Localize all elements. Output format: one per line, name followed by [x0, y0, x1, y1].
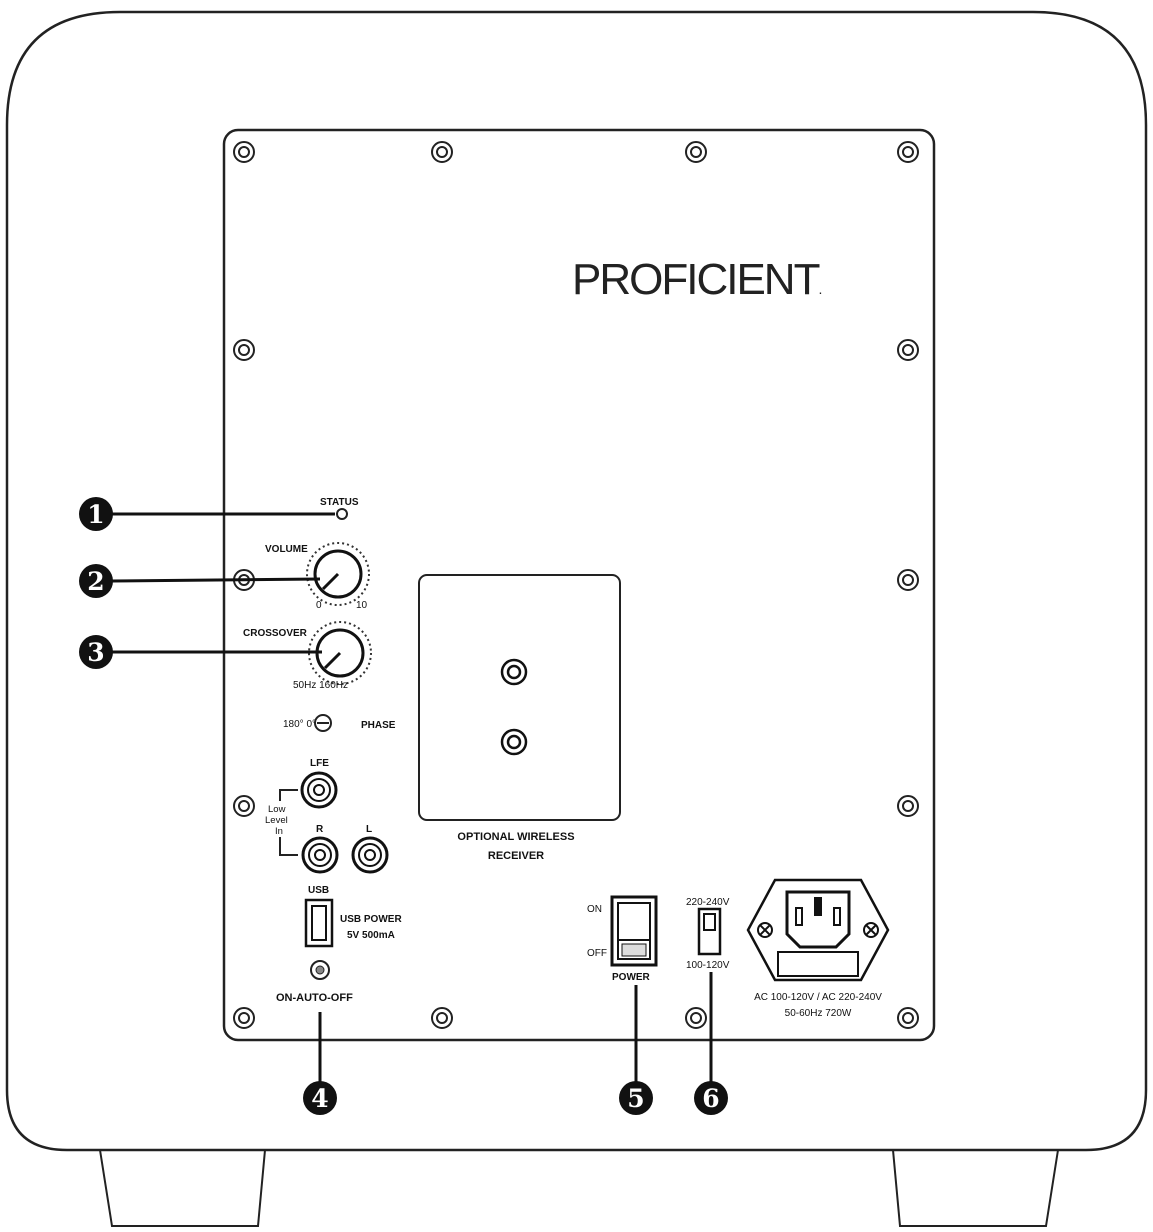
- callout-1: 1: [79, 497, 113, 531]
- voltage-selector-slider: [703, 913, 716, 931]
- lfe-input-jack[interactable]: [300, 771, 338, 809]
- callout-4: 4: [303, 1081, 337, 1115]
- volume-knob-indicator: [321, 572, 340, 591]
- screw: [431, 1007, 453, 1029]
- ac-inlet-screw-cross: [759, 924, 771, 936]
- screw: [897, 569, 919, 591]
- right-input-label: R: [316, 824, 324, 835]
- left-input-label: L: [366, 824, 372, 835]
- plate-screws: [233, 141, 919, 1029]
- wireless-receiver-label-1: OPTIONAL WIRELESS: [457, 831, 574, 843]
- screw: [897, 1007, 919, 1029]
- lfe-label: LFE: [310, 758, 329, 769]
- left-input-jack[interactable]: [351, 836, 389, 874]
- screw: [233, 339, 255, 361]
- screw: [897, 339, 919, 361]
- status-label: STATUS: [320, 497, 359, 508]
- volume-min-label: 0: [316, 600, 322, 611]
- socket-pin: [833, 907, 841, 926]
- svg-text:2: 2: [87, 567, 104, 596]
- svg-text:4: 4: [311, 1084, 328, 1113]
- crossover-knob-indicator: [323, 651, 342, 670]
- callout-2: 2: [79, 564, 113, 598]
- power-on-label: ON: [587, 904, 602, 915]
- usb-port-inner: [311, 905, 327, 941]
- screw: [897, 795, 919, 817]
- callout-leaders: [111, 512, 713, 1085]
- screw: [685, 141, 707, 163]
- callout-3: 3: [79, 635, 113, 669]
- voltage-low-label: 100-120V: [686, 960, 730, 971]
- receiver-mount-screw: [500, 658, 528, 686]
- power-switch-detail: [621, 943, 647, 957]
- callout-5: 5: [619, 1081, 653, 1115]
- low-level-in-label-2: Level: [265, 815, 288, 826]
- screw: [685, 1007, 707, 1029]
- svg-text:3: 3: [87, 638, 104, 667]
- wireless-receiver-label-2: RECEIVER: [488, 850, 544, 862]
- status-led: [336, 508, 348, 520]
- ac-rating-label-2: 50-60Hz 720W: [785, 1008, 852, 1019]
- svg-text:1: 1: [87, 500, 104, 529]
- screw: [233, 1007, 255, 1029]
- volume-max-label: 10: [356, 600, 368, 611]
- screw: [233, 795, 255, 817]
- wireless-receiver-bay: [418, 574, 621, 821]
- usb-power-label-2: 5V 500mA: [347, 930, 395, 941]
- crossover-range-label: 50Hz 160Hz: [293, 680, 348, 691]
- bracket-label-bg: [266, 801, 294, 837]
- right-foot: [891, 1149, 1060, 1227]
- usb-label: USB: [308, 885, 329, 896]
- screw: [897, 141, 919, 163]
- svg-text:6: 6: [702, 1084, 719, 1113]
- auto-on-switch-inner: [315, 965, 325, 975]
- voltage-high-label: 220-240V: [686, 897, 730, 908]
- brand-logo: PROFICIENT.: [572, 255, 821, 304]
- power-off-label: OFF: [587, 948, 607, 959]
- volume-label: VOLUME: [265, 544, 308, 555]
- callout-6: 6: [694, 1081, 728, 1115]
- ac-rating-label-1: AC 100-120V / AC 220-240V: [754, 992, 882, 1003]
- iec-power-socket[interactable]: [785, 890, 851, 949]
- crossover-label: CROSSOVER: [243, 628, 308, 639]
- left-foot: [98, 1149, 267, 1227]
- volume-knob-scale: [306, 542, 370, 606]
- usb-power-label-1: USB POWER: [340, 914, 402, 925]
- low-level-in-label-3: In: [275, 826, 283, 837]
- ac-inlet-screw-cross: [865, 924, 877, 936]
- right-input-jack[interactable]: [301, 836, 339, 874]
- fuse-drawer[interactable]: [777, 951, 859, 977]
- auto-on-label: ON-AUTO-OFF: [276, 992, 353, 1004]
- low-level-in-label-1: Low: [268, 804, 286, 815]
- phase-value-label: 180° 0°: [283, 719, 316, 730]
- screw: [431, 141, 453, 163]
- svg-text:5: 5: [627, 1084, 644, 1113]
- screw: [233, 141, 255, 163]
- power-label: POWER: [612, 972, 651, 983]
- crossover-knob-scale: [308, 621, 372, 685]
- receiver-mount-screw: [500, 728, 528, 756]
- socket-pin: [795, 907, 803, 926]
- phase-label: PHASE: [361, 720, 396, 731]
- socket-pin: [814, 897, 822, 916]
